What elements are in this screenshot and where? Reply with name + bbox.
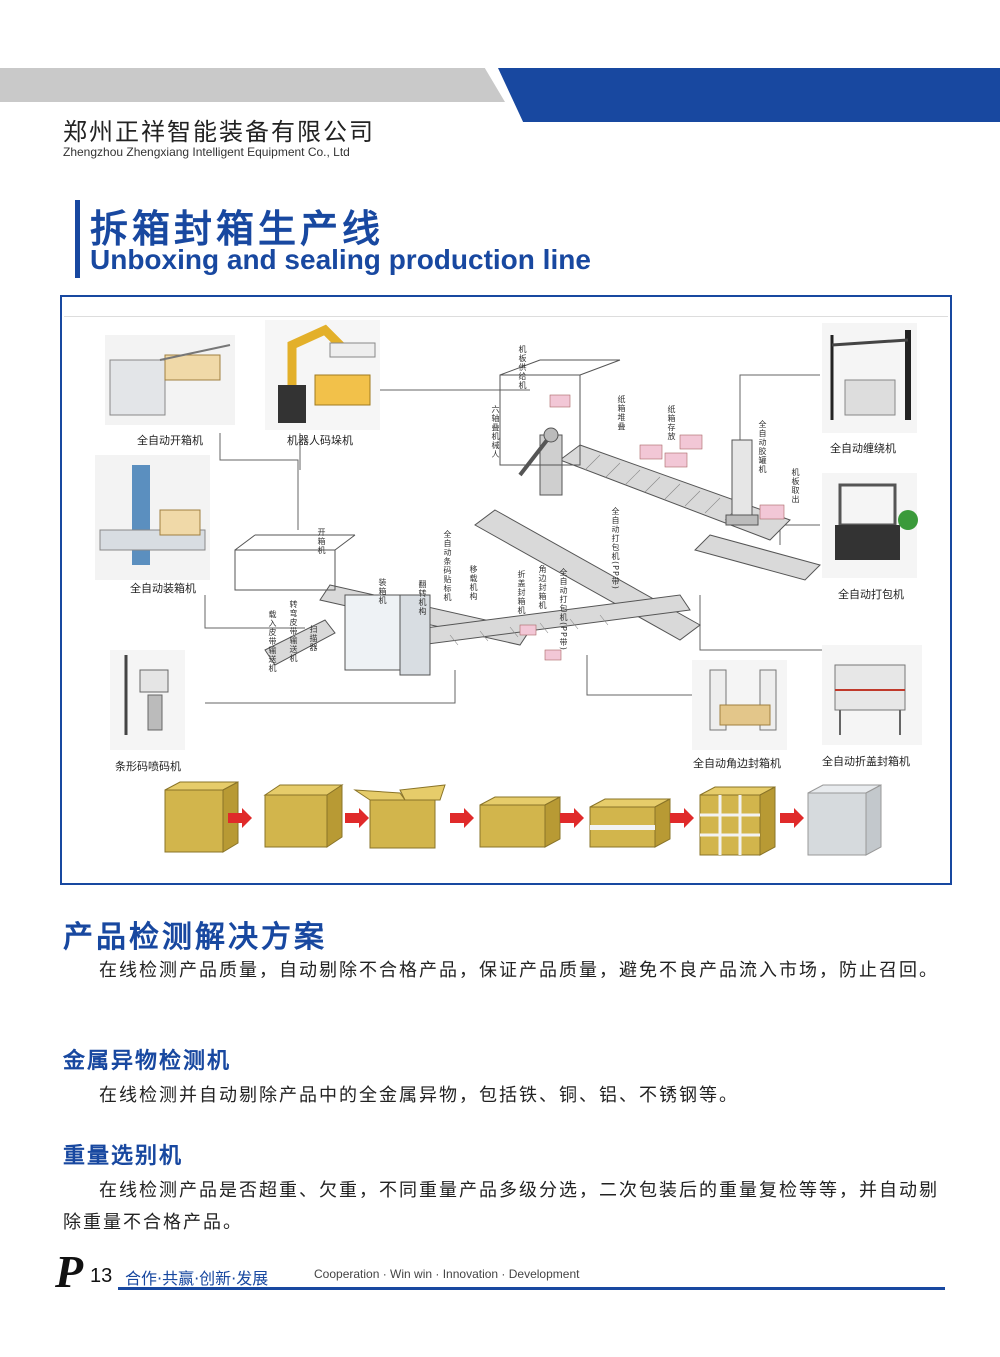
process-arrow-2 — [345, 808, 369, 828]
label-flip: 翻转机构 — [418, 580, 427, 616]
label-opener-short: 开箱机 — [317, 528, 326, 555]
connector-inkjet — [205, 670, 456, 704]
caption-opener: 全自动开箱机 — [137, 434, 203, 447]
caption-corner-sealer: 全自动角边封箱机 — [693, 757, 781, 770]
label-pallet-feeder: 机板供给机 — [518, 345, 527, 390]
label-pallet-out: 机板取出 — [791, 468, 800, 504]
footer-page-letter: P — [55, 1246, 84, 1297]
label-box-stack: 纸箱堆叠 — [617, 395, 626, 431]
header-blue-band — [498, 68, 1000, 122]
connector-strapper — [779, 524, 820, 545]
process-step-3 — [353, 784, 446, 849]
caption-wrapper: 全自动缠绕机 — [830, 442, 896, 455]
line-box-machine — [344, 594, 431, 676]
opener-illustration — [105, 335, 235, 425]
header-gray-band — [0, 68, 505, 102]
pallet-feeder — [499, 359, 621, 466]
process-step-2 — [263, 784, 344, 848]
label-scanner: 扫描器 — [309, 625, 318, 652]
label-belt-conveyor: 载入皮带输送机 — [268, 610, 277, 673]
process-arrow-4 — [560, 808, 584, 828]
robot-illustration — [265, 320, 380, 430]
metal-detector-title: 金属异物检测机 — [63, 1049, 232, 1074]
caption-strapper: 全自动打包机 — [838, 588, 904, 601]
line-robot-arm — [518, 427, 563, 496]
diagram-top-rule — [64, 316, 948, 317]
label-six-axis: 六轴叠机械人 — [491, 405, 500, 459]
metal-detector-description: 在线检测并自动剔除产品中的全金属异物，包括铁、铜、铝、不锈钢等。 — [99, 1085, 739, 1106]
connector-wrapper — [739, 374, 820, 440]
company-name-cn: 郑州正祥智能装备有限公司 — [63, 118, 375, 146]
label-labeler: 全自动条码贴标机 — [443, 530, 452, 602]
caption-inkjet: 条形码喷码机 — [115, 760, 181, 773]
label-pp-strapper-2: 全自动打包机(PP带) — [559, 568, 568, 651]
process-step-4 — [479, 796, 561, 848]
conveyor-infeed — [264, 619, 336, 666]
line-opener-frame — [234, 534, 356, 591]
checkweigher-title: 重量选别机 — [63, 1144, 184, 1169]
connector-packer — [204, 595, 305, 629]
label-folder-sealer: 折盖封箱机 — [517, 570, 526, 615]
process-step-1 — [164, 781, 239, 853]
line-drawing — [95, 320, 922, 856]
title-accent-bar — [75, 200, 80, 278]
corner-sealer-illustration — [692, 660, 787, 750]
process-arrow-6 — [780, 808, 804, 828]
label-turn-conveyor: 转弯皮带输送机 — [289, 600, 298, 663]
footer-slogan-en: Cooperation · Win win · Innovation · Dev… — [314, 1267, 580, 1281]
line-boxes — [519, 394, 785, 661]
conveyor-right — [694, 534, 821, 581]
connector-corner — [586, 655, 720, 696]
footer-slogan-cn: 合作·共赢·创新·发展 — [125, 1269, 269, 1288]
company-name-en: Zhengzhou Zhengxiang Intelligent Equipme… — [63, 145, 350, 159]
caption-packer: 全自动装箱机 — [130, 582, 196, 595]
checkweigher-description: 在线检测产品是否超重、欠重，不同重量产品多级分选，二次包装后的重量复检等等，并自… — [63, 1180, 939, 1233]
wrapper-illustration — [822, 323, 917, 433]
label-pp-strapper-1: 全自动打包机(PP带) — [611, 507, 620, 590]
detection-description: 在线检测产品质量，自动剔除不合格产品，保证产品质量，避免不良产品流入市场，防止召… — [99, 960, 939, 981]
page-title-en: Unboxing and sealing production line — [90, 244, 591, 275]
footer-rule — [118, 1287, 945, 1290]
inkjet-illustration — [110, 650, 185, 750]
footer-page-number: 13 — [90, 1265, 113, 1287]
connector-opener — [219, 433, 299, 530]
label-box-machine: 装箱机 — [378, 578, 387, 605]
process-arrow-1 — [228, 808, 252, 828]
label-transfer: 移载机构 — [469, 565, 478, 601]
connector-fold — [699, 595, 860, 651]
gluer-tower — [725, 439, 759, 526]
caption-robot-palletizer: 机器人码垛机 — [287, 434, 353, 447]
fold-sealer-illustration — [822, 645, 922, 745]
label-auto-gluer: 全自动胶罐机 — [758, 420, 767, 474]
caption-fold-sealer: 全自动折盖封箱机 — [822, 755, 910, 768]
detection-section-title: 产品检测解决方案 — [63, 920, 327, 955]
page-title-cn: 拆箱封箱生产线 — [90, 207, 385, 251]
label-corner-sealer-short: 角边封箱机 — [538, 565, 547, 610]
packer-illustration — [95, 455, 210, 580]
process-step-7 — [807, 784, 882, 856]
process-arrow-5 — [670, 808, 694, 828]
process-step-5 — [589, 798, 671, 848]
process-step-6 — [699, 786, 776, 856]
strapper-illustration — [822, 473, 918, 578]
process-arrow-3 — [450, 808, 474, 828]
label-box-store: 纸箱存放 — [667, 405, 676, 441]
